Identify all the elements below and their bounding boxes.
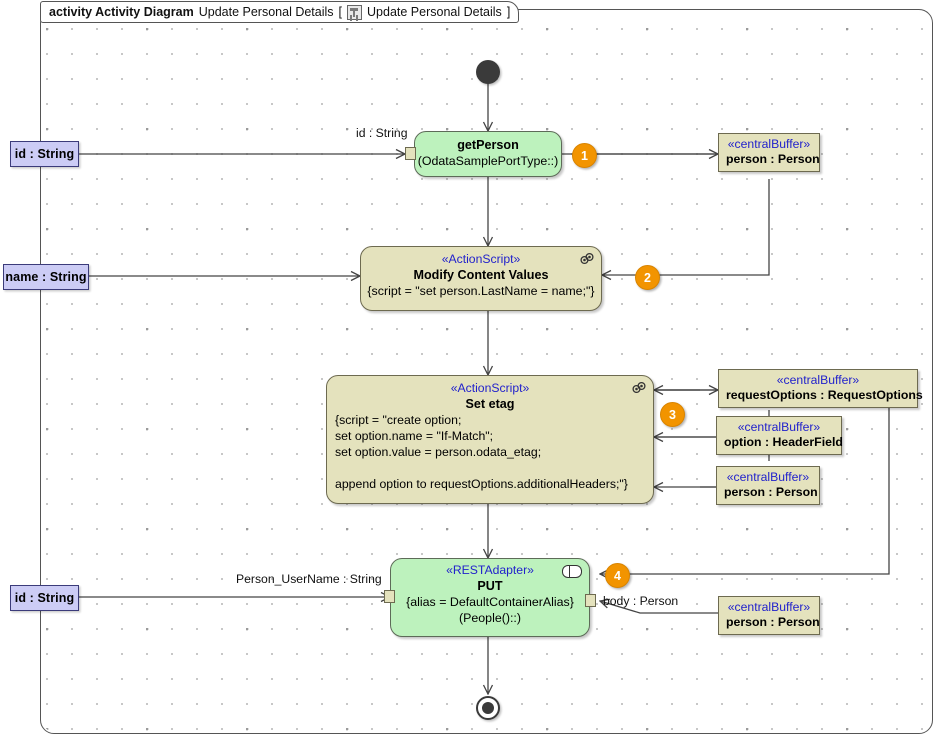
frame-name: Update Personal Details	[198, 5, 334, 19]
central-buffer-person-mid[interactable]: «centralBuffer» person : Person	[716, 466, 820, 505]
parameter-label: id : String	[14, 591, 75, 605]
parameter-node-name[interactable]: name : String	[3, 264, 89, 290]
action-modify-content-values[interactable]: «ActionScript» Modify Content Values {sc…	[360, 246, 602, 311]
buffer-stereotype: «centralBuffer»	[726, 470, 810, 484]
parameter-label: name : String	[5, 270, 87, 284]
action-script: {script = "set person.LastName = name;"}	[367, 284, 595, 298]
input-pin-put-username[interactable]	[384, 590, 395, 603]
activity-diagram-icon	[347, 4, 363, 20]
edge-label-person-username: Person_UserName : String	[236, 572, 382, 586]
initial-node[interactable]	[476, 60, 500, 84]
action-stereotype: «ActionScript»	[441, 252, 521, 266]
action-set-etag[interactable]: «ActionScript» Set etag {script = "creat…	[326, 375, 654, 504]
buffer-label: option : HeaderField	[724, 435, 843, 449]
frame-bracket-label: Update Personal Details	[367, 5, 502, 19]
edge-label-body-person: body : Person	[603, 594, 679, 608]
central-buffer-person-top[interactable]: «centralBuffer» person : Person	[718, 133, 820, 172]
buffer-label: requestOptions : RequestOptions	[726, 388, 923, 402]
action-get-person[interactable]: getPerson (OdataSamplePortType::)	[414, 131, 562, 177]
badge-modify-content-values[interactable]: 2	[635, 265, 660, 290]
buffer-label: person : Person	[724, 485, 818, 499]
buffer-stereotype: «centralBuffer»	[727, 137, 811, 151]
parameter-label: id : String	[14, 147, 75, 161]
action-put[interactable]: «RESTAdapter» PUT {alias = DefaultContai…	[390, 558, 590, 637]
action-title: PUT	[477, 579, 503, 593]
action-title: getPerson	[457, 138, 519, 152]
parameter-node-id-top[interactable]: id : String	[10, 141, 79, 167]
buffer-label: person : Person	[726, 152, 820, 166]
action-title: Set etag	[465, 397, 515, 411]
parameter-node-id-bottom[interactable]: id : String	[10, 585, 79, 611]
action-stereotype: «ActionScript»	[450, 381, 530, 395]
frame-bracket-open: [	[338, 5, 343, 19]
edge-label-id-string: id : String	[356, 126, 408, 140]
script-link-icon	[580, 252, 594, 265]
badge-get-person[interactable]: 1	[572, 143, 597, 168]
action-stereotype: «RESTAdapter»	[446, 563, 534, 577]
buffer-label: person : Person	[726, 615, 820, 629]
buffer-stereotype: «centralBuffer»	[776, 373, 860, 387]
input-pin-put-body[interactable]	[585, 594, 596, 607]
activity-final-node[interactable]	[476, 696, 500, 720]
frame-keyword: activity Activity Diagram	[49, 5, 194, 19]
action-subtitle: (People()::)	[459, 611, 521, 625]
script-link-icon	[632, 381, 646, 394]
action-script: {script = "create option; set option.nam…	[335, 413, 628, 491]
badge-set-etag[interactable]: 3	[660, 402, 685, 427]
diagram-frame-title: activity Activity Diagram Update Persona…	[40, 1, 520, 23]
action-subtitle: (OdataSamplePortType::)	[417, 154, 559, 168]
action-alias: {alias = DefaultContainerAlias}	[406, 595, 574, 609]
frame-bracket-close: ]	[506, 5, 511, 19]
action-title: Modify Content Values	[413, 268, 549, 282]
buffer-stereotype: «centralBuffer»	[737, 420, 821, 434]
central-buffer-option[interactable]: «centralBuffer» option : HeaderField	[716, 416, 843, 455]
central-buffer-person-bottom[interactable]: «centralBuffer» person : Person	[718, 596, 820, 635]
port-icon	[562, 565, 582, 578]
input-pin-get-person[interactable]	[405, 147, 416, 160]
buffer-stereotype: «centralBuffer»	[727, 600, 811, 614]
badge-put[interactable]: 4	[605, 563, 630, 588]
central-buffer-request-options[interactable]: «centralBuffer» requestOptions : Request…	[718, 369, 923, 408]
